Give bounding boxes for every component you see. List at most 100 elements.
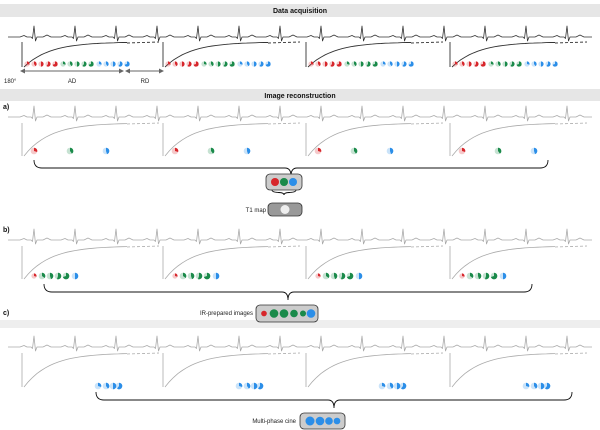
pie-dot-fill (124, 61, 130, 67)
pie-dot-icon (88, 61, 94, 67)
pie-dot-icon (325, 417, 333, 425)
panel-c-label: c) (3, 310, 9, 317)
pie-dot-fill (397, 382, 401, 390)
pie-dot-fill (118, 61, 123, 67)
panel-c-header-bar (0, 320, 600, 328)
pie-dot-fill (527, 61, 530, 65)
pie-dot-fill (372, 61, 378, 67)
pie-dot-fill (175, 147, 179, 153)
pie-dot-icon (531, 61, 537, 67)
pie-dot-fill (545, 382, 551, 390)
pie-dot-fill (279, 309, 289, 318)
pie-dot-fill (401, 382, 407, 390)
pie-dot-fill (315, 416, 325, 426)
curly-braces (33, 159, 573, 409)
pie-dot-fill (204, 61, 207, 65)
inversion-label: 180° (4, 79, 17, 85)
pie-dot-fill (261, 310, 267, 317)
pie-dot-fill (318, 61, 321, 67)
pie-dot-icon (401, 61, 407, 67)
panel-c-recovery-2 (162, 352, 301, 388)
pie-dot-icon (187, 272, 195, 280)
pie-dot-fill (462, 147, 466, 153)
pie-dot-icon (244, 61, 250, 67)
recovery-dashed-line (267, 352, 301, 355)
pie-dot-fill (183, 272, 187, 278)
pie-dot-fill (480, 61, 486, 67)
recovery-curve-icon (307, 246, 412, 280)
pie-dot-icon (315, 273, 321, 279)
recovery-dashed-line (410, 41, 444, 44)
pie-dot-icon (243, 382, 251, 390)
pie-dot-icon (102, 147, 110, 155)
pie-dot-icon (351, 61, 357, 67)
pie-dot-fill (203, 272, 211, 280)
readout-dots (24, 61, 558, 390)
pie-dot-icon (502, 61, 508, 67)
pie-dot-icon (60, 61, 66, 67)
pie-dot-fill (197, 272, 203, 280)
pie-dot-icon (81, 61, 87, 67)
pie-dot-fill (305, 416, 315, 426)
pie-dot-fill (175, 61, 178, 67)
pie-dot-icon (235, 382, 243, 390)
pie-dot-fill (498, 147, 502, 154)
pie-dot-icon (537, 382, 545, 390)
pie-dot-fill (265, 61, 271, 67)
pie-dot-fill (390, 61, 393, 67)
recovery-curve-icon (164, 353, 269, 388)
recovery-dashed-line (267, 41, 301, 44)
recovery-curve-icon (307, 42, 411, 68)
pie-dot-fill (218, 61, 221, 67)
pie-dot-icon (315, 416, 325, 426)
acquisition-recovery-1 (21, 41, 160, 68)
pie-dot-icon (393, 382, 401, 390)
pie-dot-icon (280, 178, 288, 186)
pie-dot-icon (333, 417, 341, 425)
pie-dot-fill (382, 382, 386, 388)
pie-dot-fill (191, 272, 195, 280)
pie-dot-icon (289, 178, 297, 186)
pie-dot-icon (387, 61, 393, 67)
pie-dot-fill (503, 272, 507, 280)
ir-prepared-label: IR-prepared images (200, 311, 253, 317)
pie-dot-icon (308, 61, 314, 67)
pie-dot-icon (300, 310, 306, 317)
pie-dot-icon (459, 273, 465, 279)
pie-dot-fill (478, 272, 482, 280)
pie-dot-fill (77, 61, 80, 67)
pie-dot-fill (359, 272, 363, 280)
pie-dot-fill (168, 61, 171, 65)
pie-dot-icon (31, 61, 37, 67)
pie-dot-icon (474, 272, 482, 280)
pie-dot-fill (346, 272, 354, 280)
panel-b-recovery-1 (21, 245, 160, 280)
pie-dot-icon (330, 272, 338, 280)
pie-dot-icon (31, 273, 37, 279)
pie-dot-fill (546, 61, 551, 67)
pie-dot-icon (466, 272, 474, 280)
pie-dot-fill (541, 61, 544, 67)
recovery-dashed-line (126, 41, 160, 44)
pie-dot-fill (455, 61, 458, 65)
ad-arrowhead-left-icon (20, 68, 25, 74)
pie-dot-icon (212, 272, 220, 280)
recovery-curve-icon (307, 353, 412, 388)
pie-dot-fill (347, 61, 350, 65)
pie-dot-fill (247, 382, 251, 389)
multi-phase-cine-label: Multi-phase cine (252, 419, 296, 425)
pie-dot-fill (70, 61, 73, 67)
pie-dot-icon (243, 147, 251, 155)
pie-dot-fill (340, 272, 346, 280)
pie-dot-icon (538, 61, 544, 67)
pie-dot-icon (71, 272, 79, 280)
pie-dot-fill (300, 310, 306, 317)
pie-dot-icon (117, 61, 123, 67)
pie-dot-fill (280, 178, 288, 186)
pie-dot-icon (186, 61, 192, 67)
pie-dot-icon (473, 61, 479, 67)
pie-dot-fill (290, 309, 298, 318)
pie-dot-icon (179, 272, 187, 280)
pie-dot-fill (113, 61, 116, 67)
panel-b-recovery-4 (449, 245, 588, 280)
